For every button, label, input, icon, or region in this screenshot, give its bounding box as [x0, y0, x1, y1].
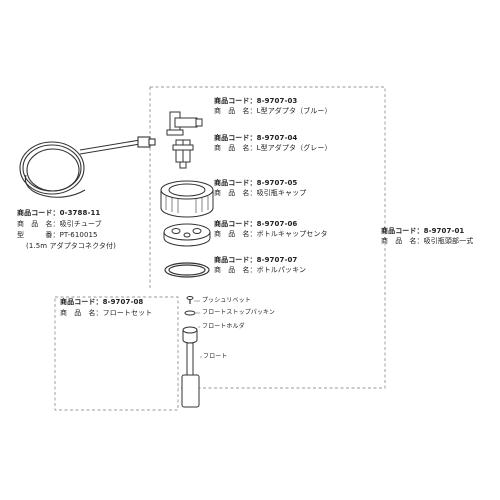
float-sub-push-rivet: プッシュリベット [202, 297, 251, 304]
float-sub-float: フロート [203, 353, 228, 360]
full-set-code: 商品コード：8-9707-01 [381, 227, 465, 235]
part-code-gray-adapter: 商品コード：8-9707-04 [214, 134, 298, 142]
part-name-bottle-packing: 商 品 名：ボトルパッキン [214, 266, 307, 274]
part-code-cap-center: 商品コード：8-9707-06 [214, 220, 298, 228]
tube-product-code: 商品コード：0-3788-11 [17, 209, 101, 217]
float-set-name: 商 品 名：フロートセット [60, 309, 153, 317]
tube-product-name: 商 品 名：吸引チューブ [17, 220, 102, 228]
bottle-cap-drawing [160, 180, 214, 218]
full-set-frame [149, 86, 386, 389]
float-sub-holder: フロートホルダ [202, 323, 245, 330]
float-set-code: 商品コード：8-9707-08 [60, 298, 144, 306]
part-name-cap-center: 商 品 名：ボトルキャップセンタ [214, 230, 328, 238]
float-sub-stop-packing: フロートストップパッキン [202, 309, 276, 316]
part-name-gray-adapter: 商 品 名：L型アダプタ（グレー） [214, 144, 332, 152]
tube-model-number: 型 番：PT-610015 [17, 231, 98, 239]
full-set-name: 商 品 名：吸引瓶頭部一式 [381, 237, 474, 245]
cap-center-drawing [163, 223, 211, 247]
part-code-bottle-cap: 商品コード：8-9707-05 [214, 179, 298, 187]
bottle-packing-drawing [164, 262, 210, 278]
l-adapter-drawing [166, 111, 203, 169]
part-name-bottle-cap: 商 品 名：吸引瓶キャップ [214, 189, 307, 197]
tube-note: (1.5m アダプタコネクタ付) [26, 242, 116, 250]
float-set-frame [54, 296, 179, 411]
part-name-blue-adapter: 商 品 名：L型アダプタ（ブルー） [214, 107, 332, 115]
float-set-drawing [181, 296, 200, 408]
part-code-bottle-packing: 商品コード：8-9707-07 [214, 256, 298, 264]
part-code-blue-adapter: 商品コード：8-9707-03 [214, 97, 298, 105]
suction-tube-drawing [19, 136, 156, 198]
